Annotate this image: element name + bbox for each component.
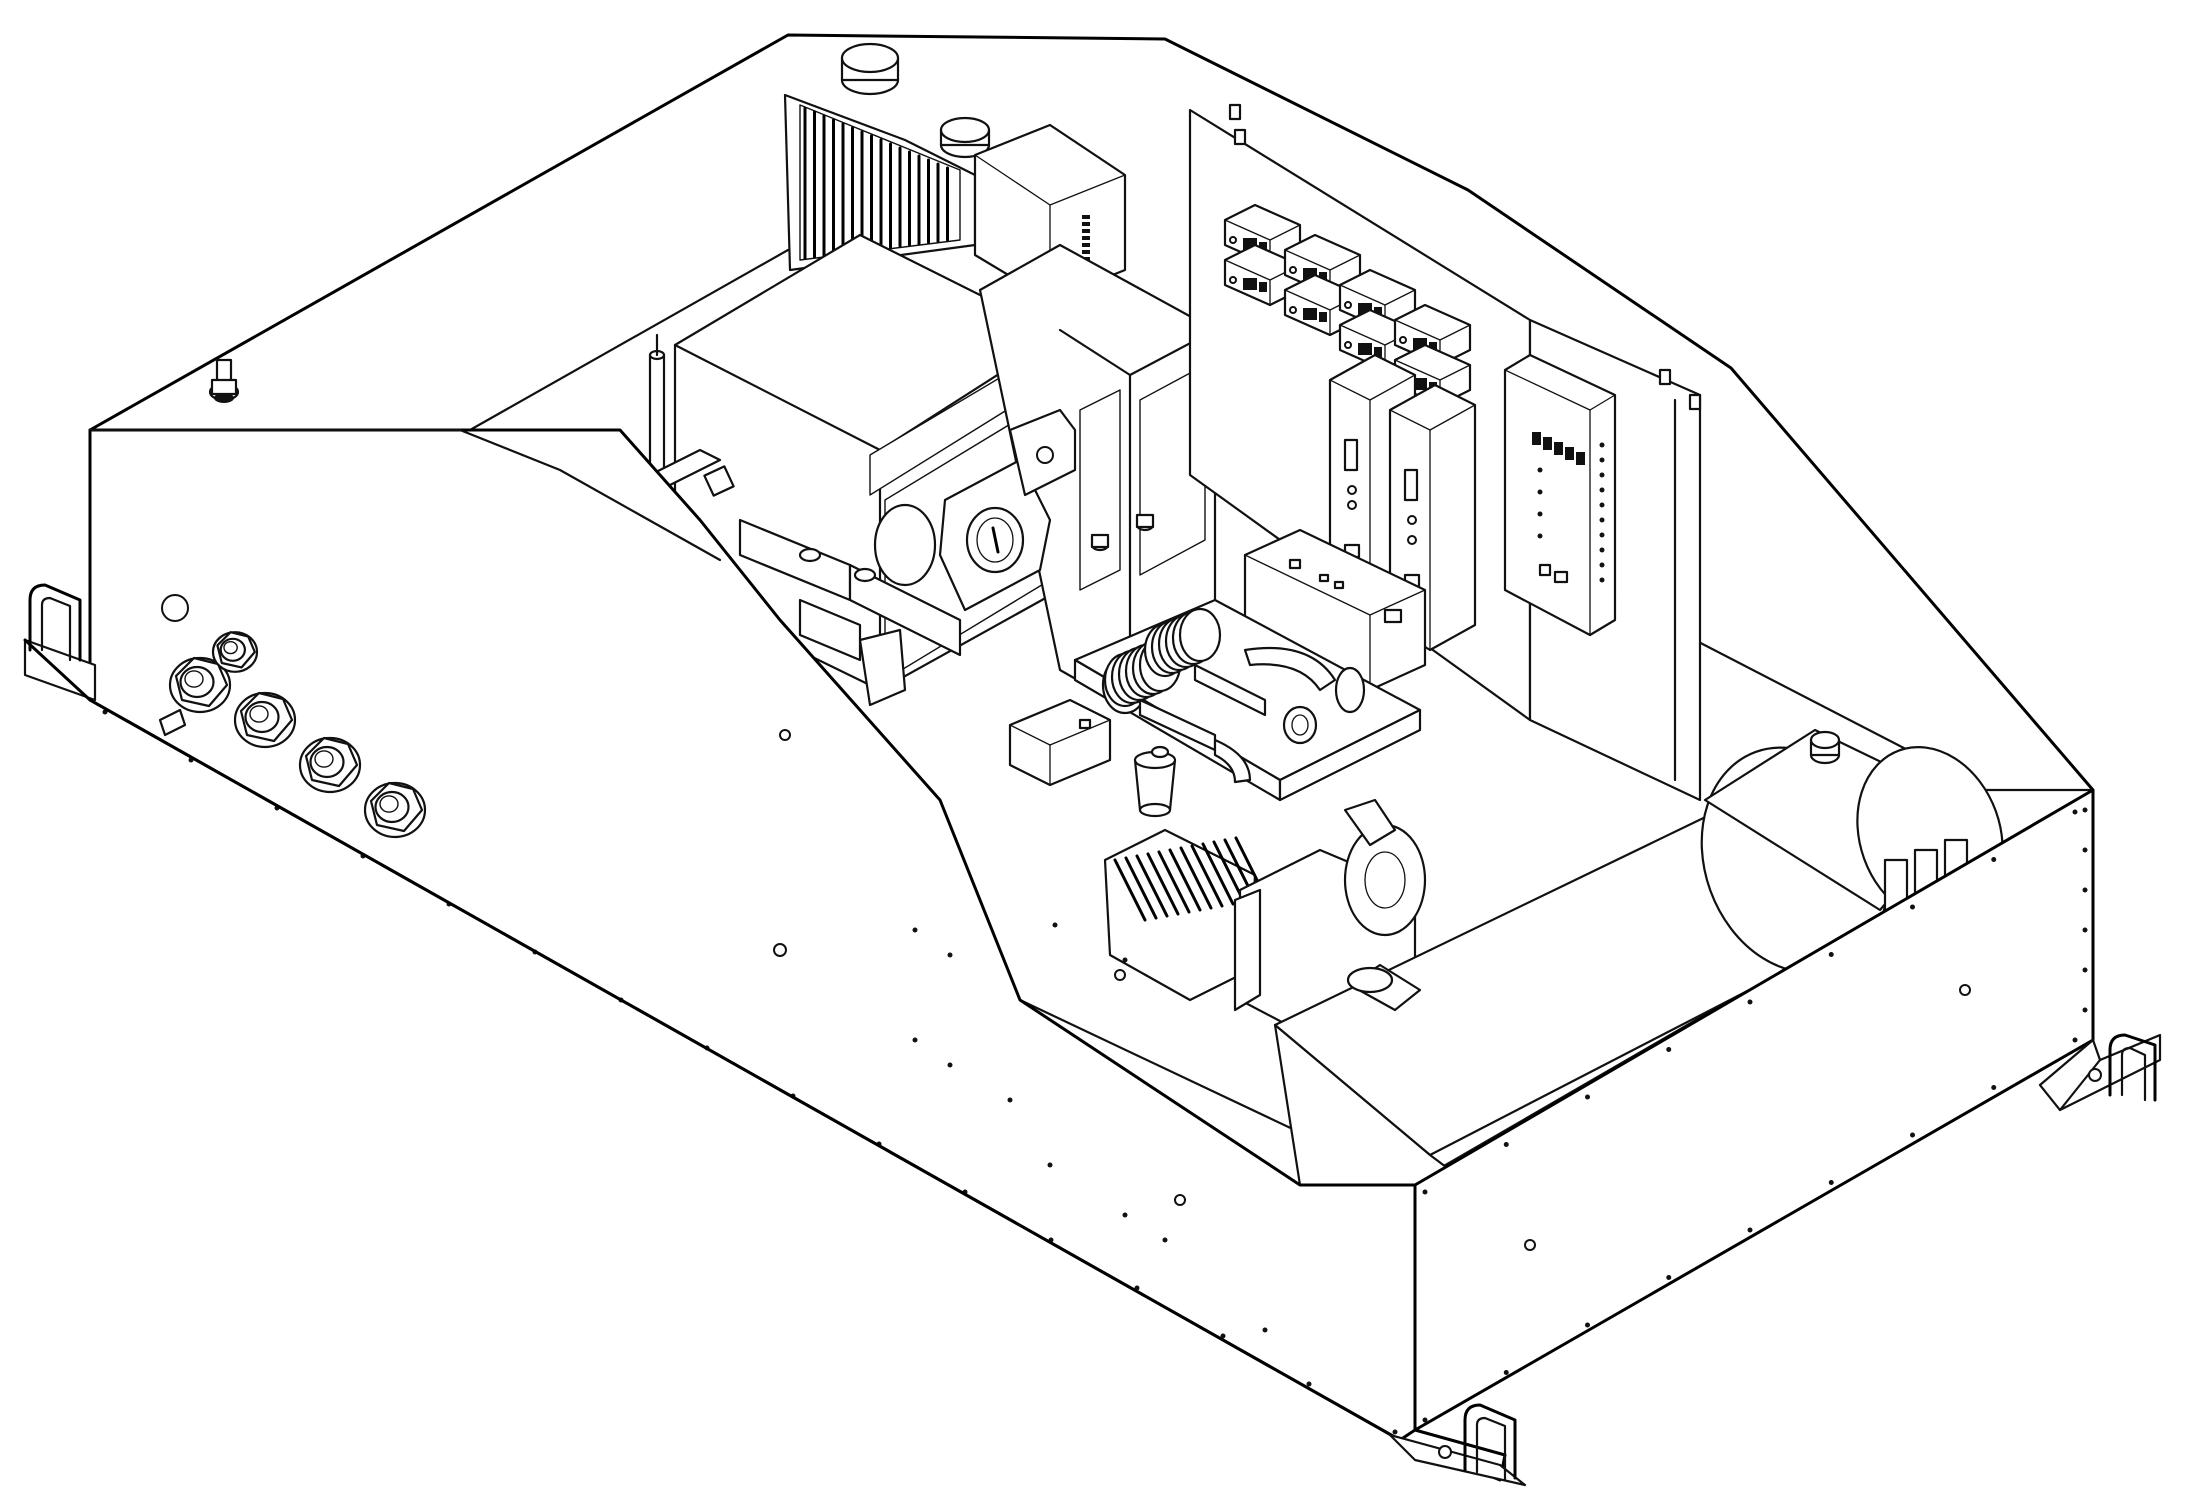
status-led: [1599, 442, 1605, 448]
rivet: [2072, 1037, 2078, 1043]
control-module-box: [973, 123, 1127, 302]
rivet: [2082, 807, 2088, 813]
rivet: [1422, 1417, 1428, 1423]
rivet: [912, 1037, 918, 1043]
heatsink-fin: [1179, 846, 1213, 910]
rivet: [1422, 1189, 1428, 1195]
rivet: [947, 952, 953, 958]
connector-pin: [1082, 229, 1090, 233]
rivet: [2082, 967, 2088, 973]
rivet: [1910, 904, 1915, 910]
display-digit: [1565, 447, 1574, 460]
cable-gland: [168, 656, 232, 714]
hose-stub: [158, 708, 187, 737]
rivet: [1585, 1094, 1590, 1100]
status-led: [1599, 502, 1605, 508]
rivet: [1585, 1322, 1590, 1328]
heatsink-fin: [1146, 852, 1180, 916]
breather-valve: [208, 358, 240, 403]
rivet: [1666, 1275, 1672, 1280]
status-led: [1599, 562, 1605, 568]
rivet: [1991, 857, 1997, 862]
connector-pin: [1082, 236, 1090, 240]
connector-pin: [1082, 250, 1090, 254]
small-contactor: [1008, 698, 1112, 787]
heatsink-fin: [1201, 842, 1235, 906]
connector-pin: [1082, 243, 1090, 247]
heatsink-fin: [1157, 850, 1191, 914]
rivet: [1007, 1097, 1013, 1103]
rivet: [2072, 809, 2078, 815]
status-led: [1537, 467, 1543, 473]
busbar-assembly-center: [738, 518, 962, 707]
rivet: [1503, 1142, 1509, 1147]
status-led: [1599, 457, 1605, 463]
rotary-switch: [938, 408, 1077, 612]
cable-gland: [298, 736, 362, 794]
cable-gland: [233, 691, 297, 749]
status-led: [1599, 577, 1605, 583]
rivet: [2082, 887, 2088, 893]
heatsink-fin: [1113, 858, 1147, 922]
lifting-handle-front-right: [1438, 1403, 1517, 1482]
cable-gland: [211, 631, 259, 673]
status-led: [1599, 517, 1605, 523]
status-led: [1599, 472, 1605, 478]
rivet: [912, 927, 918, 933]
status-led: [1537, 489, 1543, 495]
cable-gland: [363, 781, 427, 839]
display-digit: [1554, 442, 1563, 455]
heatsink-fin: [1124, 856, 1158, 920]
display-digit: [1543, 437, 1552, 450]
transformer-secondary: [978, 243, 1217, 712]
heatsink-fin: [1168, 848, 1202, 912]
connector-pin: [1082, 222, 1090, 226]
status-led: [1537, 533, 1543, 539]
rivet: [1991, 1085, 1997, 1090]
rivet: [1047, 1162, 1053, 1168]
connector-pin: [1082, 215, 1090, 219]
rivet: [1220, 1333, 1226, 1339]
display-digit: [1576, 452, 1585, 465]
lifting-handle-rear-right: [2088, 1033, 2157, 1102]
status-led: [1537, 511, 1543, 517]
status-led: [1599, 547, 1605, 553]
heatsink-top-left: [783, 42, 991, 272]
status-led: [1599, 532, 1605, 538]
rivet: [1162, 1237, 1168, 1243]
rivet: [1052, 922, 1058, 928]
rivet: [1306, 1381, 1312, 1387]
terminal-block-group: [1223, 203, 1472, 407]
rivet: [1666, 1047, 1672, 1052]
heatsink-bottom: [1103, 828, 1268, 1002]
rivet: [947, 1062, 953, 1068]
rivet: [2082, 1007, 2088, 1013]
heatsink-fin: [1190, 844, 1224, 908]
rivet: [1828, 1180, 1834, 1185]
rivet: [1910, 1132, 1915, 1138]
display-digit: [1532, 432, 1541, 445]
rivet: [1262, 1327, 1268, 1333]
rivet: [2082, 927, 2088, 933]
rivet: [1122, 1212, 1128, 1218]
inductor-coil-right: [1143, 607, 1222, 678]
rivet: [2082, 847, 2088, 853]
digital-controller: [1503, 353, 1617, 637]
rivet: [1392, 1429, 1398, 1435]
rivet: [1122, 957, 1128, 963]
heatsink-fin: [1135, 854, 1169, 918]
cooling-pipes: [1138, 646, 1366, 784]
cable-gland-group: [158, 631, 427, 839]
cup-insulator: [1133, 745, 1177, 818]
rivet: [1503, 1370, 1509, 1375]
rivet: [1828, 952, 1834, 957]
coil-ring: [1178, 607, 1222, 663]
rivet: [1747, 1227, 1753, 1233]
rivet: [1747, 999, 1753, 1005]
lifting-handle-front-left: [28, 583, 82, 662]
status-led: [1599, 487, 1605, 493]
